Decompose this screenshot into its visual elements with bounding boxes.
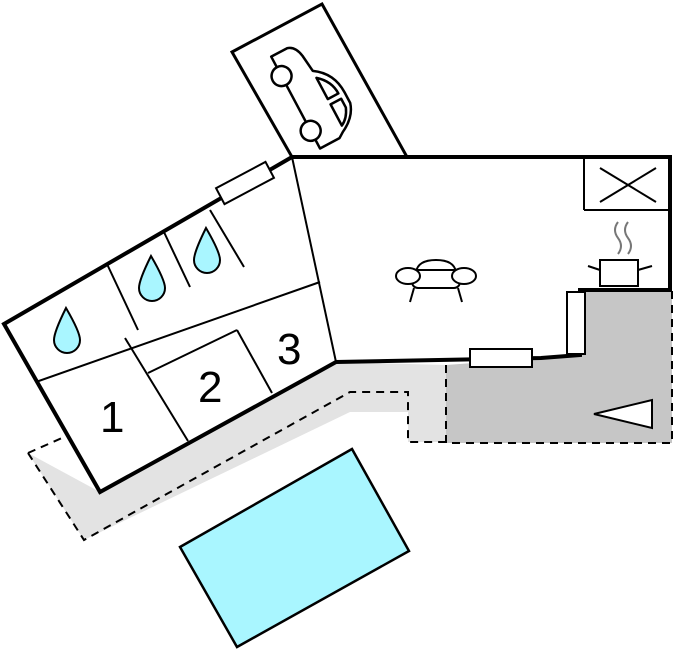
terrace: [446, 290, 672, 443]
room-number-1: 1: [100, 393, 124, 442]
room-number-3: 3: [277, 325, 301, 374]
car-icon: [269, 46, 353, 150]
entrance-arrow-icon: [593, 398, 653, 430]
window-bedroom-wing: [214, 160, 276, 206]
cooking-pot-icon: [587, 221, 653, 287]
cabinet-cross-icon: [599, 167, 657, 203]
window-kitchen: [566, 291, 586, 355]
windows: [214, 160, 586, 368]
walkway-outline-left: [27, 437, 63, 454]
walkway-outline: [27, 391, 446, 542]
sofa-icon: [395, 259, 477, 303]
pool: [178, 447, 411, 649]
walkway: [28, 362, 446, 540]
window-living-bottom: [469, 348, 533, 368]
water-drop-icon: [52, 225, 222, 354]
internal-walls: [35, 156, 670, 442]
room-number-2: 2: [198, 363, 222, 412]
terrace-outline: [445, 290, 673, 444]
